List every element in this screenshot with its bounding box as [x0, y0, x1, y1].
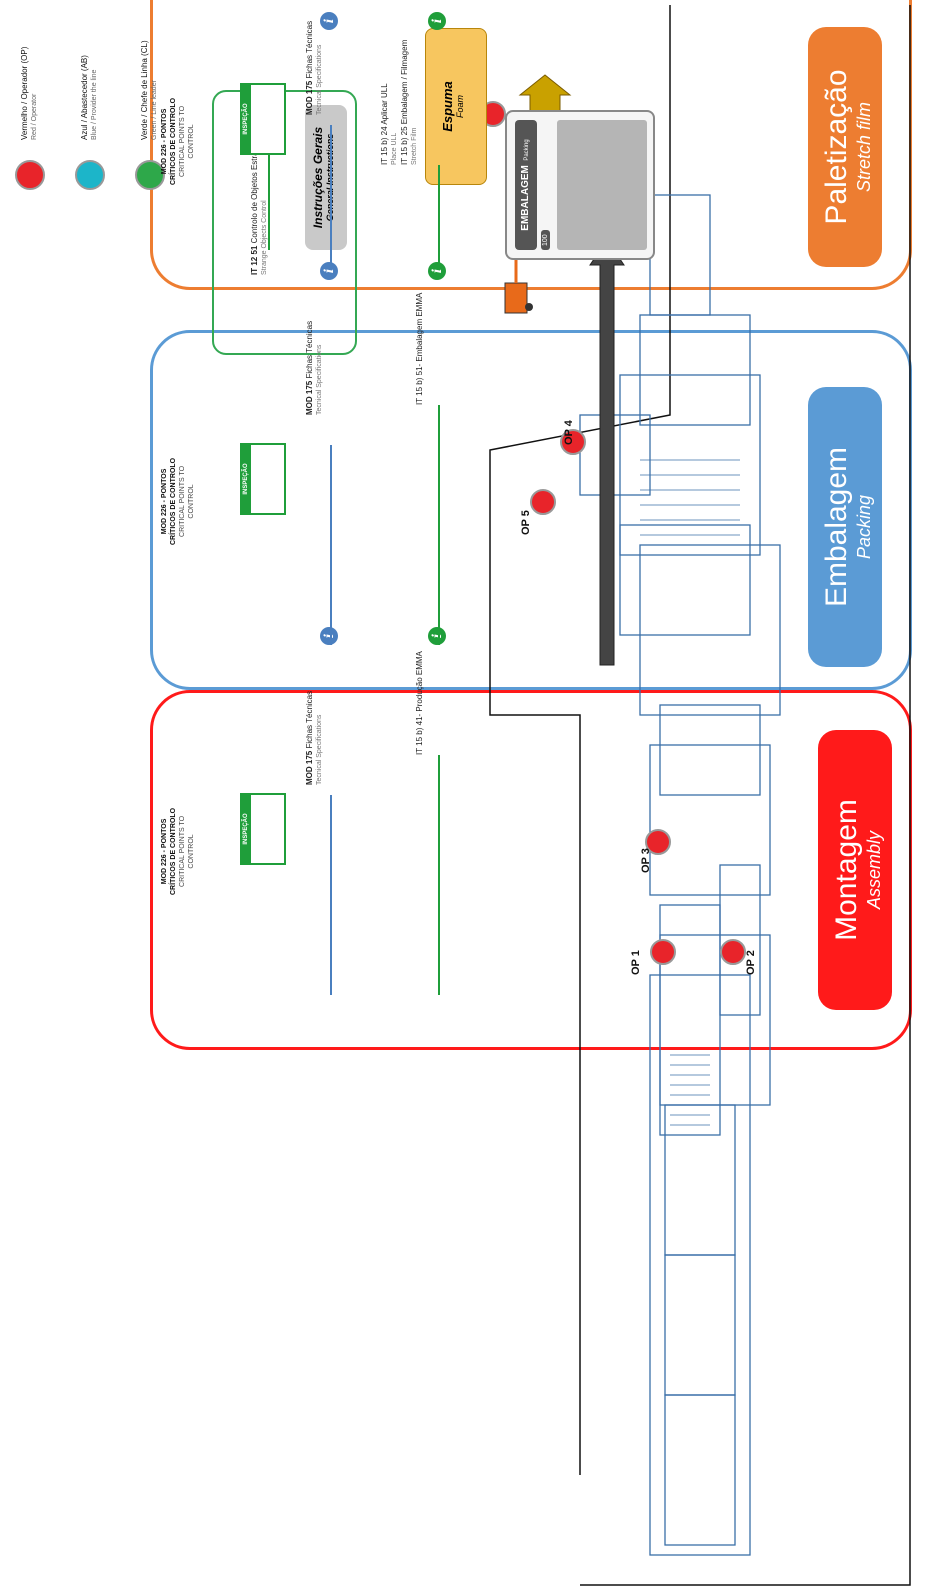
general-doc-code: IT 12 51 — [250, 246, 259, 275]
pallet-truck-icon — [505, 253, 533, 313]
exit-conveyor — [650, 195, 710, 315]
assembly-blue-code: MOD 175 — [305, 751, 314, 785]
general-title: Instruções Gerais — [311, 105, 325, 250]
embalagem-card-code: 100 — [541, 230, 550, 250]
legend-row-green: Verde / Chefe de Linha (CL) Green / Line… — [120, 50, 180, 330]
packing-blue-line — [330, 445, 332, 645]
packing-machine — [620, 375, 760, 555]
embalagem-card[interactable]: EMBALAGEM Packing 100 — [505, 110, 655, 260]
inspection-header: INSPEÇÃO — [242, 795, 251, 863]
mod226-line4: CONTROL — [187, 808, 196, 895]
mod226-line3: CRITICAL POINTS TO — [178, 808, 187, 895]
legend-green-label: Verde / Chefe de Linha (CL) — [140, 40, 149, 140]
packing-mod226[interactable]: MOD 226 - PONTOS CRÍTICOS DE CONTROLO CR… — [160, 458, 196, 545]
mod226-line2: CRÍTICOS DE CONTROLO — [169, 98, 178, 185]
legend-red-label: Vermelho / Operador (OP) — [20, 47, 29, 140]
pallet-mod226[interactable]: MOD 226 - PONTOS CRÍTICOS DE CONTROLO CR… — [160, 98, 196, 185]
pallet-blue-code: MOD 175 — [305, 81, 314, 115]
op4-label: OP 4 — [563, 420, 575, 445]
packing-machine — [580, 415, 650, 495]
conveyor-frame — [665, 1105, 735, 1255]
pallet-blue-sub: Tecnical Specifications — [315, 21, 325, 115]
packing-blue-code: MOD 175 — [305, 381, 314, 415]
pallet-blue-doc[interactable]: MOD 175 Fichas Técnicas Tecnical Specifi… — [305, 21, 325, 115]
foam-subtitle: Foam — [455, 29, 465, 184]
general-doc-line — [268, 150, 270, 250]
foam-title: Espuma — [440, 29, 455, 184]
legend-green-sub: Green / Line leader — [150, 40, 160, 140]
mod226-line1: MOD 226 - PONTOS — [160, 98, 169, 185]
info-icon[interactable]: i — [428, 262, 446, 280]
inspection-card[interactable]: INSPEÇÃO — [240, 793, 286, 865]
pallet-green-doc-1-sub: Stretch Film — [410, 40, 420, 165]
op5-label: OP 5 — [520, 510, 532, 535]
packing-green-doc[interactable]: IT 15 b) 51- Embalagem EMMA — [415, 293, 425, 405]
mod226-line4: CONTROL — [187, 458, 196, 545]
assembly-blue-title: Fichas Técnicas — [305, 691, 314, 749]
assembly-station — [660, 705, 760, 795]
packing-blue-doc[interactable]: MOD 175 Fichas Técnicas Tecnical Specifi… — [305, 321, 325, 415]
pallet-green-doc-1-title: IT 15 b) 25 Embalagem / Filmagem — [400, 40, 409, 165]
operator-icon-red — [530, 489, 556, 515]
info-icon[interactable]: i — [320, 627, 338, 645]
op1-label: OP 1 — [630, 950, 642, 975]
legend-blue-sub: Blue / Provider the line — [90, 55, 100, 140]
mod226-line2: CRÍTICOS DE CONTROLO — [169, 808, 178, 895]
pallet-blue-line — [330, 125, 332, 265]
operator-icon-red — [720, 939, 746, 965]
assembly-blue-line — [330, 795, 332, 995]
op2-label: OP 2 — [745, 950, 757, 975]
embalagem-card-header: EMBALAGEM Packing — [515, 120, 537, 250]
inspection-header: INSPEÇÃO — [242, 85, 251, 153]
embalagem-card-title: EMBALAGEM — [520, 165, 531, 231]
operator-icon-red — [15, 160, 45, 190]
mod226-line1: MOD 226 - PONTOS — [160, 458, 169, 545]
assembly-station — [650, 745, 770, 895]
info-icon[interactable]: i — [428, 627, 446, 645]
info-icon[interactable]: i — [428, 12, 446, 30]
foam-box: Espuma Foam — [425, 28, 487, 185]
assembly-green-line — [438, 755, 440, 995]
mod226-line1: MOD 226 - PONTOS — [160, 808, 169, 895]
conveyor-frame — [665, 1255, 735, 1395]
inspection-card[interactable]: INSPEÇÃO — [240, 83, 286, 155]
assembly-blue-doc[interactable]: MOD 175 Fichas Técnicas Tecnical Specifi… — [305, 691, 325, 785]
pallet-green-doc-1[interactable]: IT 15 b) 25 Embalagem / Filmagem Stretch… — [400, 40, 420, 165]
output-flow-arrow — [590, 240, 624, 665]
legend-blue-label: Azul / Abastecedor (AB) — [80, 55, 89, 140]
pallet-blue-title: Fichas Técnicas — [305, 21, 314, 79]
inspection-header: INSPEÇÃO — [242, 445, 251, 513]
machine-block — [640, 545, 780, 715]
embalagem-card-photo — [557, 120, 647, 250]
mod226-line3: CRITICAL POINTS TO — [178, 458, 187, 545]
general-doc[interactable]: IT 12 51 Controlo de Objetos Estranhos S… — [250, 134, 270, 275]
packing-green-line — [438, 405, 440, 645]
assembly-green-doc[interactable]: IT 15 b) 41- Produção EMMA — [415, 651, 425, 755]
legend: Verde / Chefe de Linha (CL) Green / Line… — [0, 0, 180, 330]
general-instructions-header: Instruções Gerais General Instructions — [305, 105, 347, 250]
conveyor-frame — [665, 1395, 735, 1545]
op3-label: OP 3 — [640, 848, 652, 873]
packing-blue-title: Fichas Técnicas — [305, 321, 314, 379]
mod226-line2: CRÍTICOS DE CONTROLO — [169, 458, 178, 545]
legend-row-red: Vermelho / Operador (OP) Red / Operator — [0, 50, 60, 330]
embalagem-card-sub: Packing — [524, 139, 530, 160]
inspection-card[interactable]: INSPEÇÃO — [240, 443, 286, 515]
operator-icon-blue — [75, 160, 105, 190]
mod226-line3: CRITICAL POINTS TO — [178, 98, 187, 185]
packing-machine — [640, 315, 750, 425]
info-icon[interactable]: i — [320, 262, 338, 280]
pallet-green-doc-2[interactable]: IT 15 b) 24 Aplicar ULL Place ULL — [380, 83, 400, 165]
operator-icon-red — [650, 939, 676, 965]
mod226-line4: CONTROL — [187, 98, 196, 185]
pallet-green-line — [438, 165, 440, 265]
legend-row-blue: Azul / Abastecedor (AB) Blue / Provider … — [60, 50, 120, 330]
assembly-blue-sub: Tecnical Specifications — [315, 691, 325, 785]
pallet-green-doc-2-sub: Place ULL — [390, 83, 400, 165]
legend-red-sub: Red / Operator — [30, 47, 40, 140]
pallet-green-doc-2-title: IT 15 b) 24 Aplicar ULL — [380, 83, 389, 165]
packing-blue-sub: Tecnical Specifications — [315, 321, 325, 415]
assembly-mod226[interactable]: MOD 226 - PONTOS CRÍTICOS DE CONTROLO CR… — [160, 808, 196, 895]
